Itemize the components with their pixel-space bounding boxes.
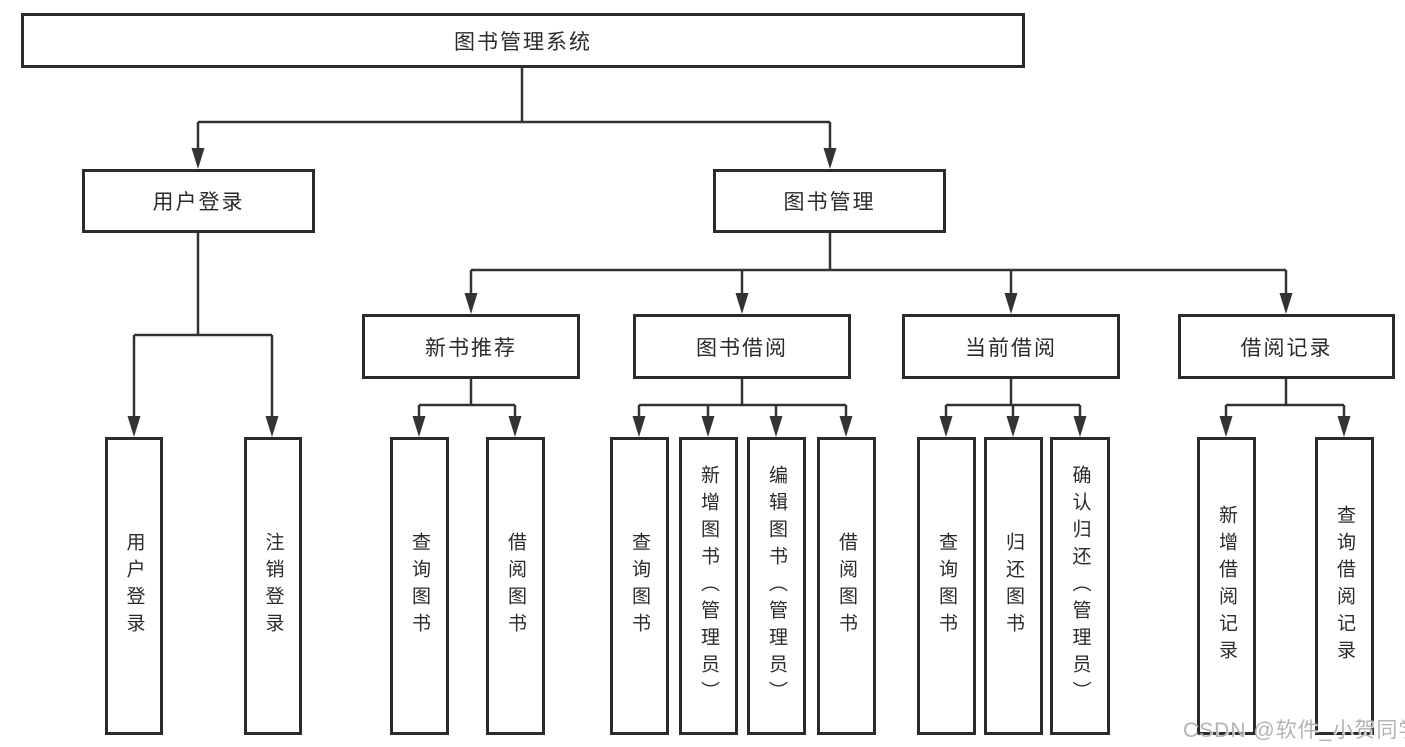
node-leaf-bb-query-books: 查询图书 (610, 437, 669, 735)
node-leaf-br-add-record: 新增借阅记录 (1197, 437, 1256, 735)
node-user-login-branch-label: 用户登录 (152, 191, 245, 214)
node-leaf-bb-edit-book-admin: 编辑图书（管理员） (747, 437, 806, 735)
node-book-borrow: 图书借阅 (633, 314, 851, 379)
node-new-book-recommend-label: 新书推荐 (425, 336, 517, 360)
node-leaf-user-login-label: 用户登录 (123, 532, 145, 640)
csdn-watermark: CSDN @软件_小贺同学 (1183, 719, 1405, 742)
node-leaf-nb-query-books: 查询图书 (390, 437, 449, 735)
node-user-login-branch: 用户登录 (82, 169, 315, 233)
connector-level2-bus (196, 120, 832, 150)
connector-current-borrow-group (944, 379, 1082, 418)
node-leaf-bb-borrow-books-label: 借阅图书 (836, 532, 857, 640)
node-root: 图书管理系统 (21, 13, 1025, 68)
node-leaf-br-add-record-label: 新增借阅记录 (1216, 505, 1237, 667)
node-leaf-br-query-record: 查询借阅记录 (1315, 437, 1374, 735)
node-leaf-nb-borrow-books: 借阅图书 (486, 437, 545, 735)
node-leaf-bb-edit-book-admin-label: 编辑图书（管理员） (766, 464, 787, 708)
node-root-label: 图书管理系统 (454, 30, 592, 54)
node-leaf-bb-add-book-admin-label: 新增图书（管理员） (698, 464, 719, 708)
node-leaf-cb-query-books: 查询图书 (917, 437, 976, 735)
connector-user-login-branch (132, 233, 274, 418)
node-book-management-branch-label: 图书管理 (783, 191, 876, 214)
node-leaf-cb-return-books: 归还图书 (984, 437, 1043, 735)
connector-book-mgmt-bus (469, 233, 1288, 295)
node-leaf-bb-add-book-admin: 新增图书（管理员） (679, 437, 738, 735)
node-borrow-record-label: 借阅记录 (1240, 336, 1333, 360)
node-current-borrow: 当前借阅 (902, 314, 1120, 379)
node-book-management-branch: 图书管理 (713, 169, 946, 233)
node-leaf-logout: 注销登录 (244, 437, 302, 735)
node-borrow-record: 借阅记录 (1178, 314, 1395, 379)
node-leaf-cb-confirm-return-admin-label: 确认归还（管理员） (1069, 464, 1091, 708)
node-leaf-br-query-record-label: 查询借阅记录 (1334, 505, 1355, 667)
node-leaf-bb-query-books-label: 查询图书 (629, 532, 650, 640)
connector-book-borrow-group (637, 379, 848, 418)
connector-borrow-record-group (1224, 379, 1346, 418)
arrowheads (127, 148, 1351, 437)
node-leaf-logout-label: 注销登录 (262, 532, 284, 640)
node-leaf-cb-return-books-label: 归还图书 (1003, 532, 1024, 640)
node-leaf-cb-query-books-label: 查询图书 (936, 532, 957, 640)
node-leaf-bb-borrow-books: 借阅图书 (817, 437, 876, 735)
node-leaf-cb-confirm-return-admin: 确认归还（管理员） (1050, 437, 1110, 735)
node-book-borrow-label: 图书借阅 (696, 336, 788, 360)
node-leaf-nb-query-books-label: 查询图书 (409, 532, 430, 640)
connector-new-book-group (417, 379, 517, 418)
node-new-book-recommend: 新书推荐 (362, 314, 580, 379)
node-leaf-user-login: 用户登录 (105, 437, 163, 735)
node-current-borrow-label: 当前借阅 (965, 336, 1057, 360)
node-leaf-nb-borrow-books-label: 借阅图书 (505, 532, 526, 640)
